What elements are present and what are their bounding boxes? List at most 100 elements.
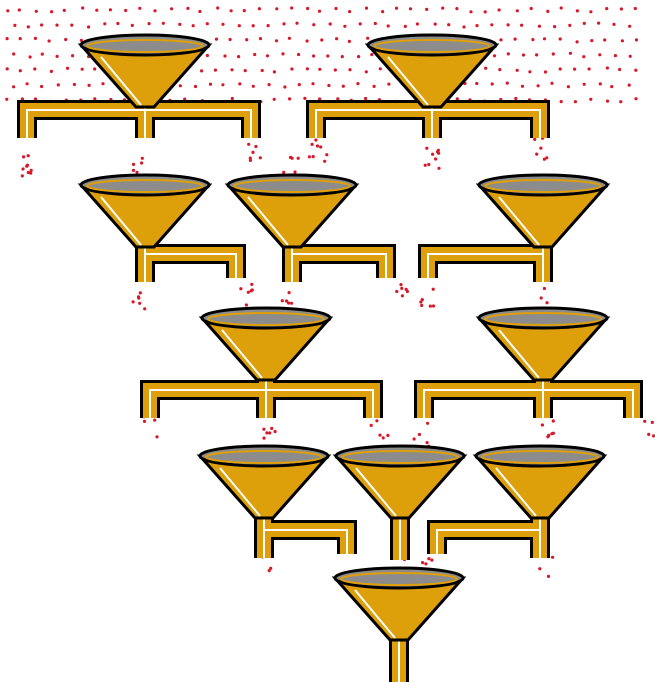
droplet: [230, 68, 233, 71]
droplet: [431, 153, 434, 156]
droplet: [143, 307, 146, 310]
droplet: [311, 143, 314, 146]
droplet: [335, 37, 338, 40]
droplet: [359, 22, 362, 25]
droplet: [288, 97, 291, 100]
droplet: [342, 85, 345, 88]
droplet: [64, 38, 67, 41]
droplet: [401, 294, 404, 297]
droplet: [70, 24, 73, 27]
droplet: [378, 434, 381, 437]
droplet: [143, 420, 146, 423]
droplet: [447, 23, 450, 26]
droplet: [421, 561, 424, 564]
droplet: [22, 155, 25, 158]
droplet: [400, 287, 403, 290]
droplet: [528, 70, 531, 73]
droplet: [588, 67, 591, 70]
droplet: [244, 69, 247, 72]
droplet: [41, 53, 44, 56]
funnel-r5-1: [335, 568, 463, 682]
droplet: [545, 301, 548, 304]
droplet: [365, 70, 368, 73]
droplet: [343, 25, 346, 28]
droplet: [427, 163, 430, 166]
droplet: [192, 24, 195, 27]
droplet: [418, 433, 421, 436]
droplet: [282, 171, 285, 174]
droplet: [582, 55, 585, 58]
droplet: [12, 85, 15, 88]
droplet: [306, 39, 309, 42]
droplet: [274, 430, 277, 433]
droplet: [546, 10, 549, 13]
funnel-r3-1: [150, 308, 373, 418]
droplet: [426, 422, 429, 425]
droplet: [179, 84, 182, 87]
droplet: [419, 300, 422, 303]
droplet: [291, 157, 294, 160]
droplet: [6, 37, 9, 40]
droplet: [254, 145, 257, 148]
droplet: [262, 437, 265, 440]
funnel-r1-2: [316, 35, 540, 138]
funnel-r1-1: [27, 35, 251, 138]
droplet: [221, 83, 224, 86]
droplet: [520, 24, 523, 27]
droplet: [326, 54, 329, 57]
droplet: [386, 434, 389, 437]
droplet: [141, 157, 144, 160]
droplet: [576, 9, 579, 12]
droplet: [109, 8, 112, 11]
droplet: [206, 54, 209, 57]
droplet: [316, 144, 319, 147]
droplet: [21, 167, 24, 170]
droplet: [629, 55, 632, 58]
droplet: [610, 85, 613, 88]
droplet: [170, 7, 173, 10]
droplet: [441, 7, 444, 10]
droplet: [132, 163, 135, 166]
droplet: [247, 291, 250, 294]
droplet: [420, 304, 423, 307]
droplet: [153, 9, 156, 12]
droplet: [366, 37, 369, 40]
droplet: [50, 10, 53, 13]
droplet: [311, 82, 314, 85]
droplet: [543, 158, 546, 161]
droplet: [576, 40, 579, 43]
droplet: [544, 70, 547, 73]
droplet: [63, 9, 66, 12]
droplet: [308, 155, 311, 158]
droplet: [416, 22, 419, 25]
droplet: [507, 52, 510, 55]
droplet: [521, 85, 524, 88]
droplet: [162, 22, 165, 25]
droplet: [437, 149, 440, 152]
droplet: [618, 68, 621, 71]
droplet: [426, 441, 429, 444]
droplet: [283, 85, 286, 88]
droplet: [543, 287, 546, 290]
droplet: [238, 82, 241, 85]
droplet: [427, 557, 430, 560]
droplet: [229, 38, 232, 41]
droplet: [413, 437, 416, 440]
droplet: [506, 82, 509, 85]
droplet: [33, 67, 36, 70]
droplet: [87, 25, 90, 28]
droplet: [535, 153, 538, 156]
droplet: [132, 169, 135, 172]
droplet: [434, 157, 437, 160]
droplet: [116, 22, 119, 25]
droplet: [424, 562, 427, 565]
droplet: [66, 67, 69, 70]
droplet: [540, 296, 543, 299]
droplet: [621, 39, 624, 42]
droplet: [275, 7, 278, 10]
droplet: [533, 138, 536, 141]
droplet: [6, 9, 9, 12]
droplet: [327, 84, 330, 87]
droplet: [373, 85, 376, 88]
